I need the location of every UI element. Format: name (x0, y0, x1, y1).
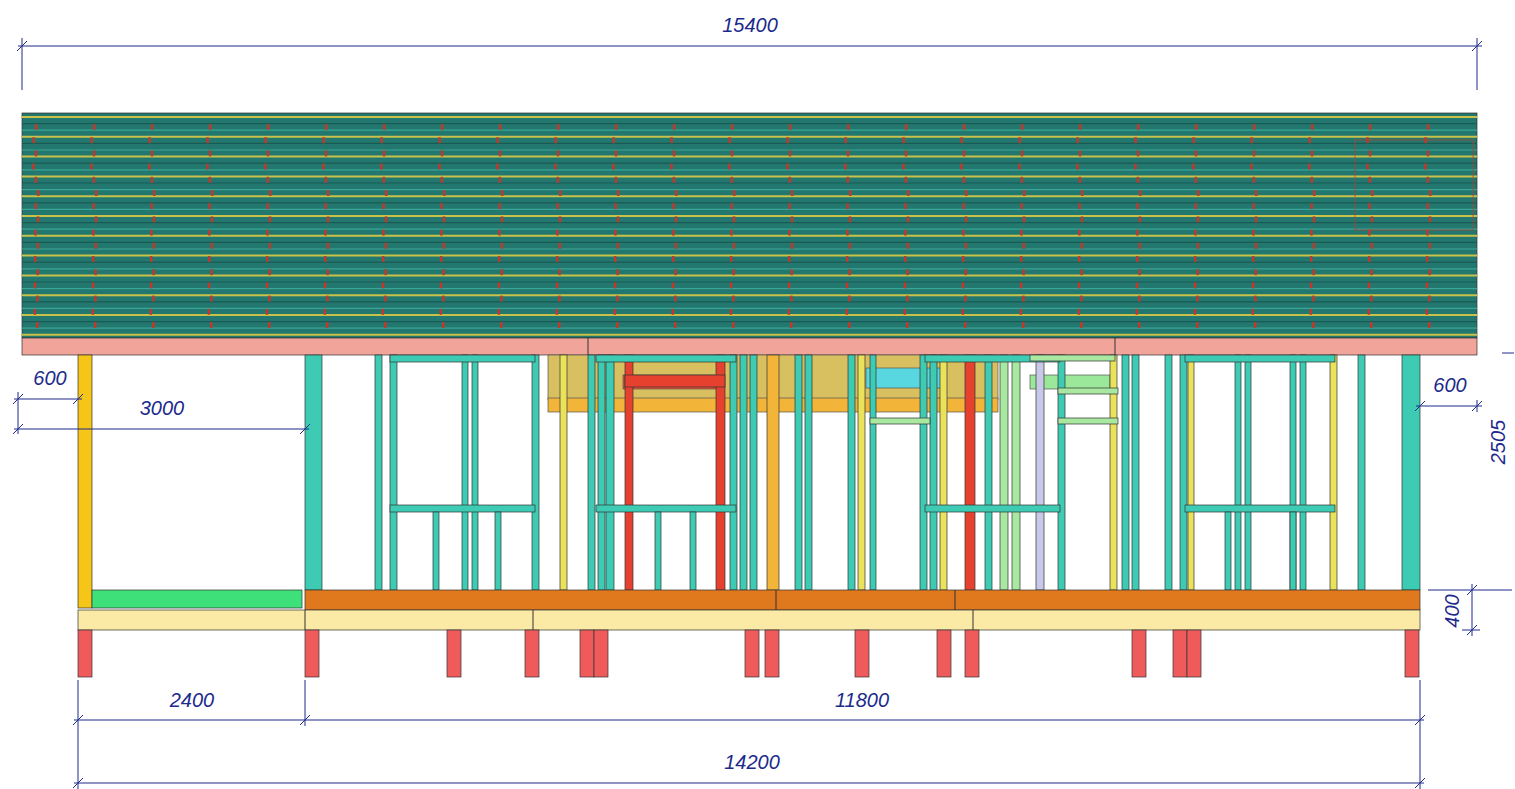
frame-member (750, 355, 757, 590)
frame-member (1235, 355, 1241, 590)
frame-member (965, 355, 975, 590)
frame-member (1330, 355, 1337, 590)
frame-member (1000, 355, 1008, 590)
frame-member (462, 355, 468, 590)
frame-member (433, 512, 439, 590)
frame-member (78, 610, 1420, 630)
frame-member (1245, 355, 1251, 590)
frame-member (745, 630, 759, 677)
frame-member (690, 512, 696, 590)
frame-member (78, 355, 92, 608)
frame-member (805, 355, 812, 590)
frame-member (22, 113, 1477, 338)
frame-member (937, 630, 951, 677)
frame-member (655, 512, 661, 590)
frame-member (1036, 355, 1044, 590)
frame-member (22, 338, 1477, 355)
frame-member (525, 630, 539, 677)
frame-member (1225, 512, 1231, 590)
frame-member (92, 590, 302, 608)
frame-member (1185, 505, 1335, 512)
frame-member (1030, 355, 1115, 361)
frame-member (1290, 355, 1296, 590)
frame-member (1165, 355, 1172, 590)
frame-member (1180, 355, 1187, 590)
frame-member (1173, 630, 1187, 677)
frame-member (940, 355, 947, 590)
frame-member (730, 355, 737, 590)
frame-member (560, 355, 567, 590)
frame-member (965, 630, 979, 677)
frame-member (1405, 630, 1419, 677)
frame-member (598, 355, 605, 590)
frame-member (858, 355, 865, 590)
frame-member (930, 355, 937, 590)
frame-member (1402, 355, 1420, 590)
frame-member (625, 375, 725, 387)
frame-member (870, 355, 876, 590)
frame-member (1058, 418, 1118, 424)
dimension-label: 2505 (1488, 420, 1508, 465)
dimension-label: 600 (1433, 375, 1466, 395)
frame-member (594, 630, 608, 677)
frame-member (390, 355, 535, 362)
frame-member (472, 355, 478, 590)
frame-member (870, 418, 930, 424)
frame-member (855, 630, 869, 677)
frame-member (1132, 355, 1139, 590)
frame-member (305, 630, 319, 677)
frame-member (985, 355, 992, 590)
frame-member (848, 355, 855, 590)
frame-member (767, 355, 779, 590)
frame-member (390, 505, 535, 512)
dimension-label: 2400 (170, 690, 215, 710)
frame-member (390, 355, 397, 590)
frame-member (1132, 630, 1146, 677)
frame-member (588, 355, 595, 590)
frame-member (532, 355, 539, 590)
frame-member (740, 355, 747, 590)
frame-member (580, 630, 594, 677)
frame-member (1355, 140, 1473, 230)
frame-member (765, 630, 779, 677)
frame-member (1122, 355, 1129, 590)
frame-member (1185, 355, 1335, 362)
frame-member (78, 630, 92, 677)
dimension-label: 600 (33, 368, 66, 388)
frame-member (305, 590, 1420, 610)
frame-member (1058, 388, 1118, 394)
frame-member (596, 355, 736, 362)
frame-member (606, 355, 614, 590)
dimension-label: 15400 (722, 15, 778, 35)
frame-member (1358, 355, 1365, 590)
frame-member (925, 505, 1060, 512)
frame-member (1300, 355, 1306, 590)
dimension-label: 11800 (835, 690, 889, 710)
frame-member (305, 355, 322, 590)
frame-member (596, 505, 736, 512)
dimension-label: 14200 (724, 752, 780, 772)
dimension-label: 400 (1442, 594, 1462, 627)
frame-member (716, 355, 725, 590)
frame-member (1012, 355, 1020, 590)
frame-member (447, 630, 461, 677)
frame-member (1290, 512, 1296, 590)
frame-member (1187, 630, 1201, 677)
frame-member (625, 355, 633, 590)
frame-member (795, 355, 802, 590)
frame-member (375, 355, 382, 590)
frame-member (495, 512, 501, 590)
frame-member (1188, 355, 1194, 590)
frame-member (920, 355, 927, 590)
dimension-label: 3000 (140, 398, 185, 418)
